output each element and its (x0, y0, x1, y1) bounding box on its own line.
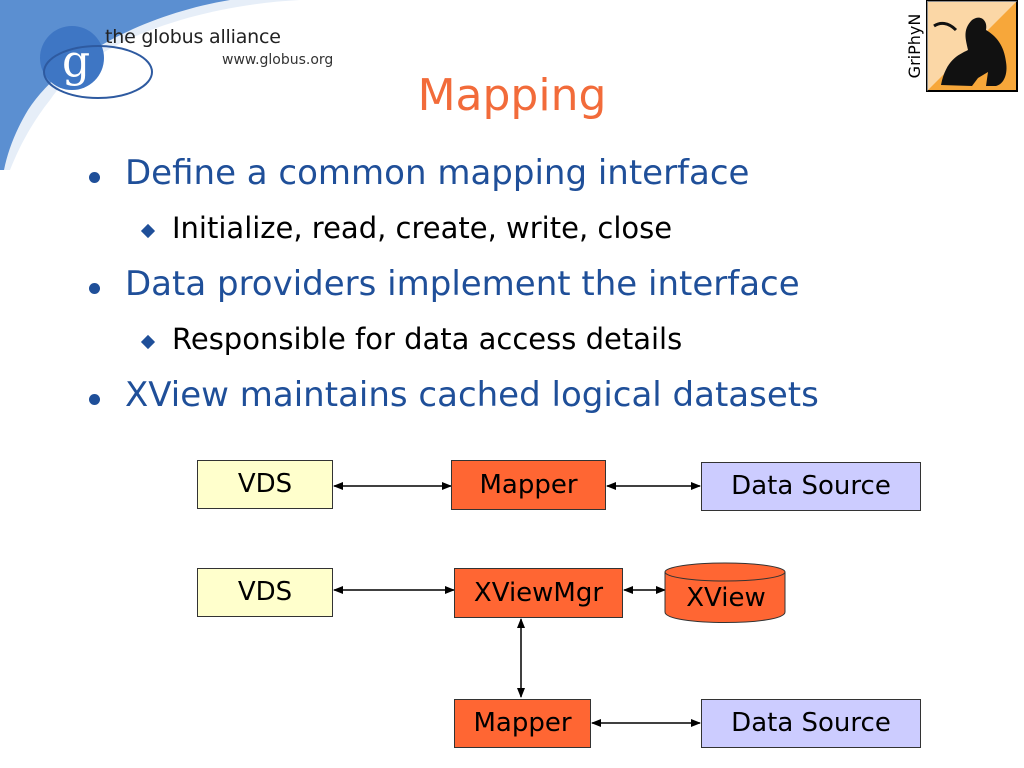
vds-box: VDS (197, 460, 333, 509)
xviewmgr-box: XViewMgr (454, 568, 623, 618)
slide-title: Mapping (417, 70, 607, 121)
bullet-1: Define a common mapping interface (125, 153, 750, 193)
bullet-dot-icon (89, 394, 100, 405)
bullet-3: XView maintains cached logical datasets (125, 375, 819, 415)
xview-cache-cylinder (664, 562, 786, 623)
bullet-dot-icon (89, 172, 100, 183)
griphyn-logo-icon (926, 0, 1018, 92)
data-source-box-lower: Data Source (701, 699, 921, 748)
bullet-2: Data providers implement the interface (125, 264, 800, 304)
org-url: www.globus.org (222, 52, 334, 68)
bullet-dot-icon (89, 283, 100, 294)
mapper-box: Mapper (451, 460, 606, 510)
sub-bullet-2: Responsible for data access details (172, 322, 683, 356)
sub-bullet-1: Initialize, read, create, write, close (172, 211, 673, 245)
logo-letter: g (62, 36, 90, 87)
vds-box: VDS (197, 568, 333, 617)
data-source-box: Data Source (701, 462, 921, 511)
globus-logo-icon: g (40, 26, 153, 99)
xview-label: XView (686, 583, 766, 613)
org-name: the globus alliance (105, 26, 281, 48)
mapper-box-lower: Mapper (454, 699, 591, 748)
